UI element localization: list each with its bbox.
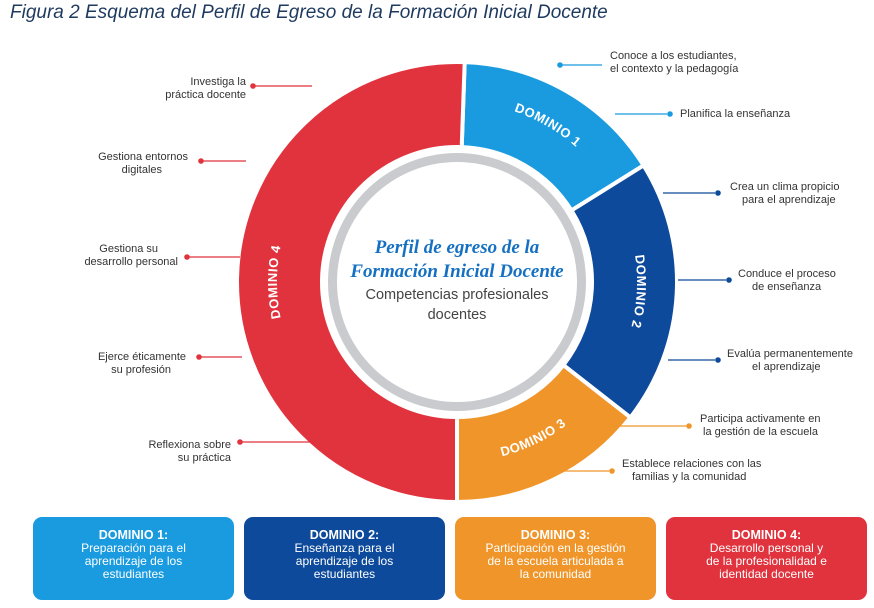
callout-d1-1: Conoce a los estudiantes, el contexto y … <box>557 50 739 75</box>
domain-3-box-title: DOMINIO 3: <box>520 528 591 542</box>
svg-text:su práctica: su práctica <box>178 452 232 464</box>
callout-d3-1: Participa activamente en la gestión de l… <box>617 413 820 438</box>
callout-d3-2: Establece relaciones con las familias y … <box>560 458 762 483</box>
svg-text:el aprendizaje: el aprendizaje <box>752 361 821 373</box>
svg-text:familias y la comunidad: familias y la comunidad <box>632 471 746 483</box>
callout-d4-3: Gestiona su desarrollo personal <box>84 243 240 268</box>
domain-4-segment <box>235 60 467 504</box>
center-subtitle-line-2: docentes <box>428 307 487 323</box>
svg-text:Establece relaciones con las: Establece relaciones con las <box>622 458 762 470</box>
callout-d2-2: Conduce el proceso de enseñanza <box>678 268 836 293</box>
center-title-line-2: Formación Inicial Docente <box>349 261 564 282</box>
domain-2-box-title: DOMINIO 2: <box>309 528 380 542</box>
callout-d4-4: Ejerce éticamente su profesión <box>98 351 242 376</box>
svg-text:Investiga la: Investiga la <box>190 76 247 88</box>
svg-text:Ejerce éticamente: Ejerce éticamente <box>98 351 186 363</box>
callout-d4-5: Reflexiona sobre su práctica <box>148 439 318 464</box>
callout-d4-1: Investiga la práctica docente <box>165 76 312 101</box>
svg-text:Conoce a los estudiantes,: Conoce a los estudiantes, <box>610 50 737 62</box>
svg-text:Planifica la enseñanza: Planifica la enseñanza <box>680 108 791 120</box>
callout-d4-2: Gestiona entornos digitales <box>98 151 246 176</box>
svg-text:desarrollo personal: desarrollo personal <box>84 256 178 268</box>
callout-d1-2: Planifica la enseñanza <box>615 108 791 120</box>
svg-text:el contexto y la pedagogía: el contexto y la pedagogía <box>610 63 739 75</box>
center-circle <box>337 162 577 402</box>
callout-d2-3: Evalúa permanentemente el aprendizaje <box>668 348 853 373</box>
svg-text:para el aprendizaje: para el aprendizaje <box>742 194 836 206</box>
callout-d2-1: Crea un clima propicio para el aprendiza… <box>663 181 839 206</box>
domain-4-label: DOMINIO 4 <box>265 244 284 321</box>
svg-text:su profesión: su profesión <box>111 364 171 376</box>
svg-text:Reflexiona sobre: Reflexiona sobre <box>148 439 231 451</box>
domain-1-box-title: DOMINIO 1: <box>98 528 169 542</box>
svg-text:Evalúa permanentemente: Evalúa permanentemente <box>727 348 853 360</box>
svg-text:de enseñanza: de enseñanza <box>752 281 822 293</box>
svg-text:Gestiona entornos: Gestiona entornos <box>98 151 188 163</box>
svg-text:Crea un clima propicio: Crea un clima propicio <box>730 181 839 193</box>
svg-text:Participa activamente en: Participa activamente en <box>700 413 820 425</box>
profile-diagram: DOMINIO 1 DOMINIO 2 DOMINIO 3 DOMINIO 4 … <box>84 50 853 504</box>
svg-text:Gestiona su: Gestiona su <box>99 243 158 255</box>
domain-4-box-title: DOMINIO 4: <box>731 528 802 542</box>
svg-text:práctica docente: práctica docente <box>165 89 246 101</box>
svg-text:digitales: digitales <box>122 164 163 176</box>
svg-text:la gestión de la escuela: la gestión de la escuela <box>703 426 819 438</box>
svg-text:Conduce el proceso: Conduce el proceso <box>738 268 836 280</box>
figure-title: Figura 2 Esquema del Perfil de Egreso de… <box>10 2 608 23</box>
center-subtitle-line-1: Competencias profesionales <box>366 287 549 303</box>
center-title-line-1: Perfil de egreso de la <box>374 237 540 258</box>
